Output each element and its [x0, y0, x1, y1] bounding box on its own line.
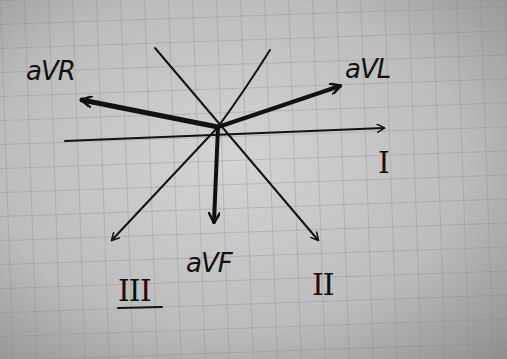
lead-name: aVF [186, 250, 232, 276]
lead-number: III [118, 276, 151, 306]
lead-name: aVL [345, 56, 390, 82]
vector-arrow [218, 86, 340, 127]
underline [118, 307, 162, 308]
lead-number: II [312, 270, 334, 300]
lead-name: aVR [26, 58, 75, 84]
axis-line [155, 48, 318, 240]
lead-axes [65, 48, 384, 308]
vector-arrow [214, 127, 218, 222]
axis-line [112, 50, 270, 240]
lead-number: I [378, 148, 389, 178]
vector-arrow [82, 100, 218, 127]
